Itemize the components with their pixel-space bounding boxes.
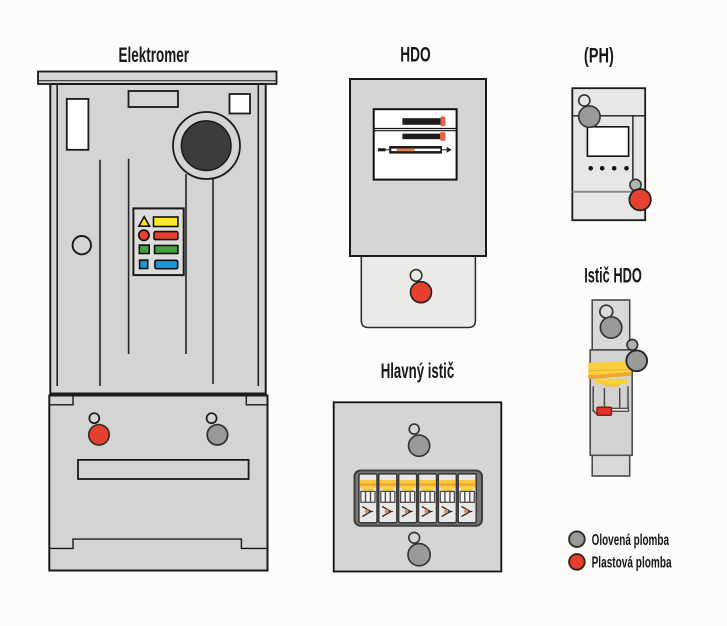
svg-text:Istič HDO: Istič HDO (584, 264, 642, 288)
svg-text:Elektromer: Elektromer (119, 43, 190, 67)
svg-text:Plastová plomba: Plastová plomba (592, 555, 672, 572)
svg-text:Olovená plomba: Olovená plomba (592, 532, 669, 549)
svg-text:Hlavný istič: Hlavný istič (381, 359, 455, 383)
svg-text:(PH): (PH) (584, 44, 614, 68)
svg-text:HDO: HDO (400, 43, 430, 67)
